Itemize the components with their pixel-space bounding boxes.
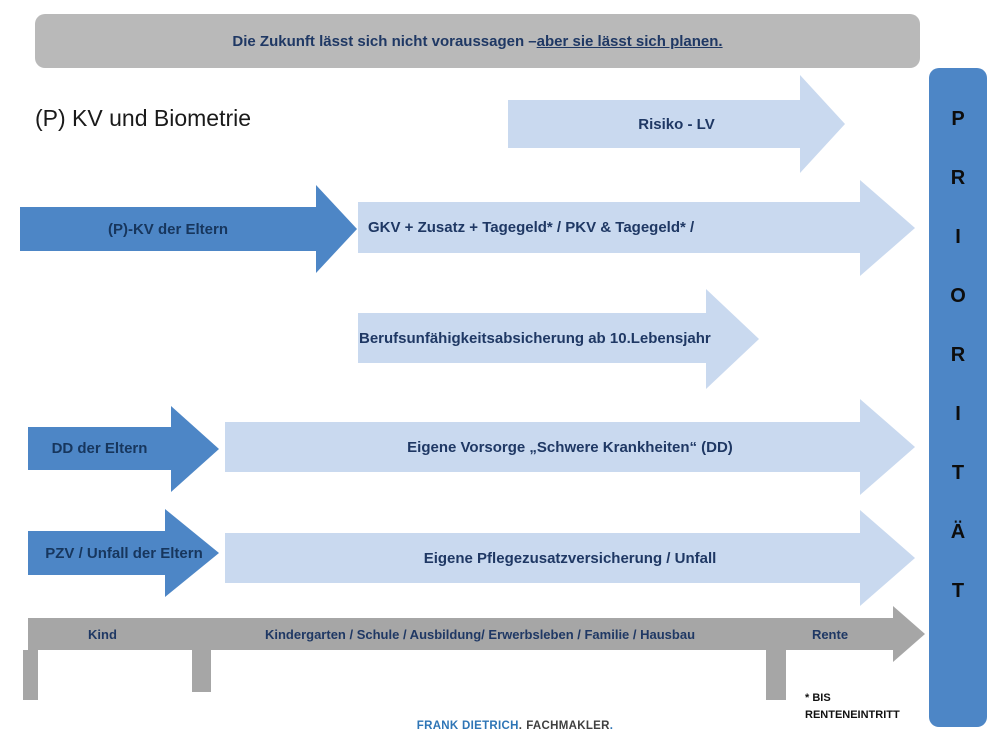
bu-arrow-body [358,313,706,363]
timeline-tick-2 [192,650,211,692]
vorsorge-dd-arrow-body [225,422,860,472]
footnote-line1: * BIS [805,692,831,704]
prioritaet-letter: T [951,462,965,484]
footnote-line2: RENTENEINTRITT [805,709,900,721]
dd-eltern-arrow-head [171,406,219,492]
prioritaet-letter: R [950,344,966,366]
dd-eltern-label: DD der Eltern [51,440,148,457]
prioritaet-letter: I [955,403,961,425]
timeline-tick-3 [766,650,786,700]
footer-dot1: . [518,720,523,732]
risiko-lv-label: Risiko - LV [638,115,715,133]
gkv-arrow-head [860,180,915,276]
timeline-tick-1 [23,650,38,700]
pflege-label: Eigene Pflegezusatzversicherung / Unfall [423,549,717,567]
footer-dot2: . [609,720,614,732]
pzv-eltern-arrow-head [165,509,219,597]
gkv-label: GKV + Zusatz + Tagegeld* / PKV & Tagegel… [368,219,695,236]
pkv-eltern-arrow-body [20,207,316,251]
risiko-lv-arrow-body [508,100,800,148]
bu-label: Berufsunfähigkeitsabsicherung ab 10.Lebe… [359,329,711,347]
risiko-lv-arrow-head [800,75,845,173]
timeline-arrow-head [893,606,925,662]
timeline-label-rente: Rente [811,626,849,642]
footer-brand-rest: FACHMAKLER [526,720,610,732]
vorsorge-dd-label: Eigene Vorsorge „Schwere Krankheiten“ (D… [407,438,733,456]
vorsorge-dd-arrow-head [860,399,915,495]
footer-brand-name: FRANK DIETRICH [416,720,519,732]
footer-brand: FRANK DIETRICH.FACHMAKLER. [30,720,1000,732]
pkv-eltern-label: (P)-KV der Eltern [107,220,228,238]
timeline-label-lebensphasen: Kindergarten / Schule / Ausbildung/ Erwe… [264,626,696,642]
prioritaet-letter: R [950,167,966,189]
headline-text-underlined: aber sie lässt sich planen. [536,32,723,50]
page-title: (P) KV und Biometrie [35,105,252,131]
prioritaet-letter: I [955,226,961,248]
headline-banner: Die Zukunft lässt sich nicht voraussagen… [35,14,920,68]
footnote-bis-renteneintritt: * BIS RENTENEINTRITT [805,690,900,724]
prioritaet-letter: O [950,285,966,307]
pflege-arrow-body [225,533,860,583]
pflege-arrow-head [860,510,915,606]
bu-arrow-head [706,289,759,389]
prioritaet-bar: P R I O R I T Ä T [929,68,987,727]
dd-eltern-arrow-body [28,427,171,470]
prioritaet-letter: T [951,580,965,602]
headline-text: Die Zukunft lässt sich nicht voraussagen… [232,32,537,50]
prioritaet-letter: P [951,108,965,130]
pkv-eltern-arrow-head [316,185,357,273]
timeline-label-kind: Kind [88,626,117,642]
pzv-eltern-arrow-body [28,531,165,575]
pzv-eltern-label: PZV / Unfall der Eltern [45,544,203,562]
gkv-arrow-body [358,202,860,253]
prioritaet-letter: Ä [950,521,966,543]
timeline-arrow-body [28,618,893,650]
